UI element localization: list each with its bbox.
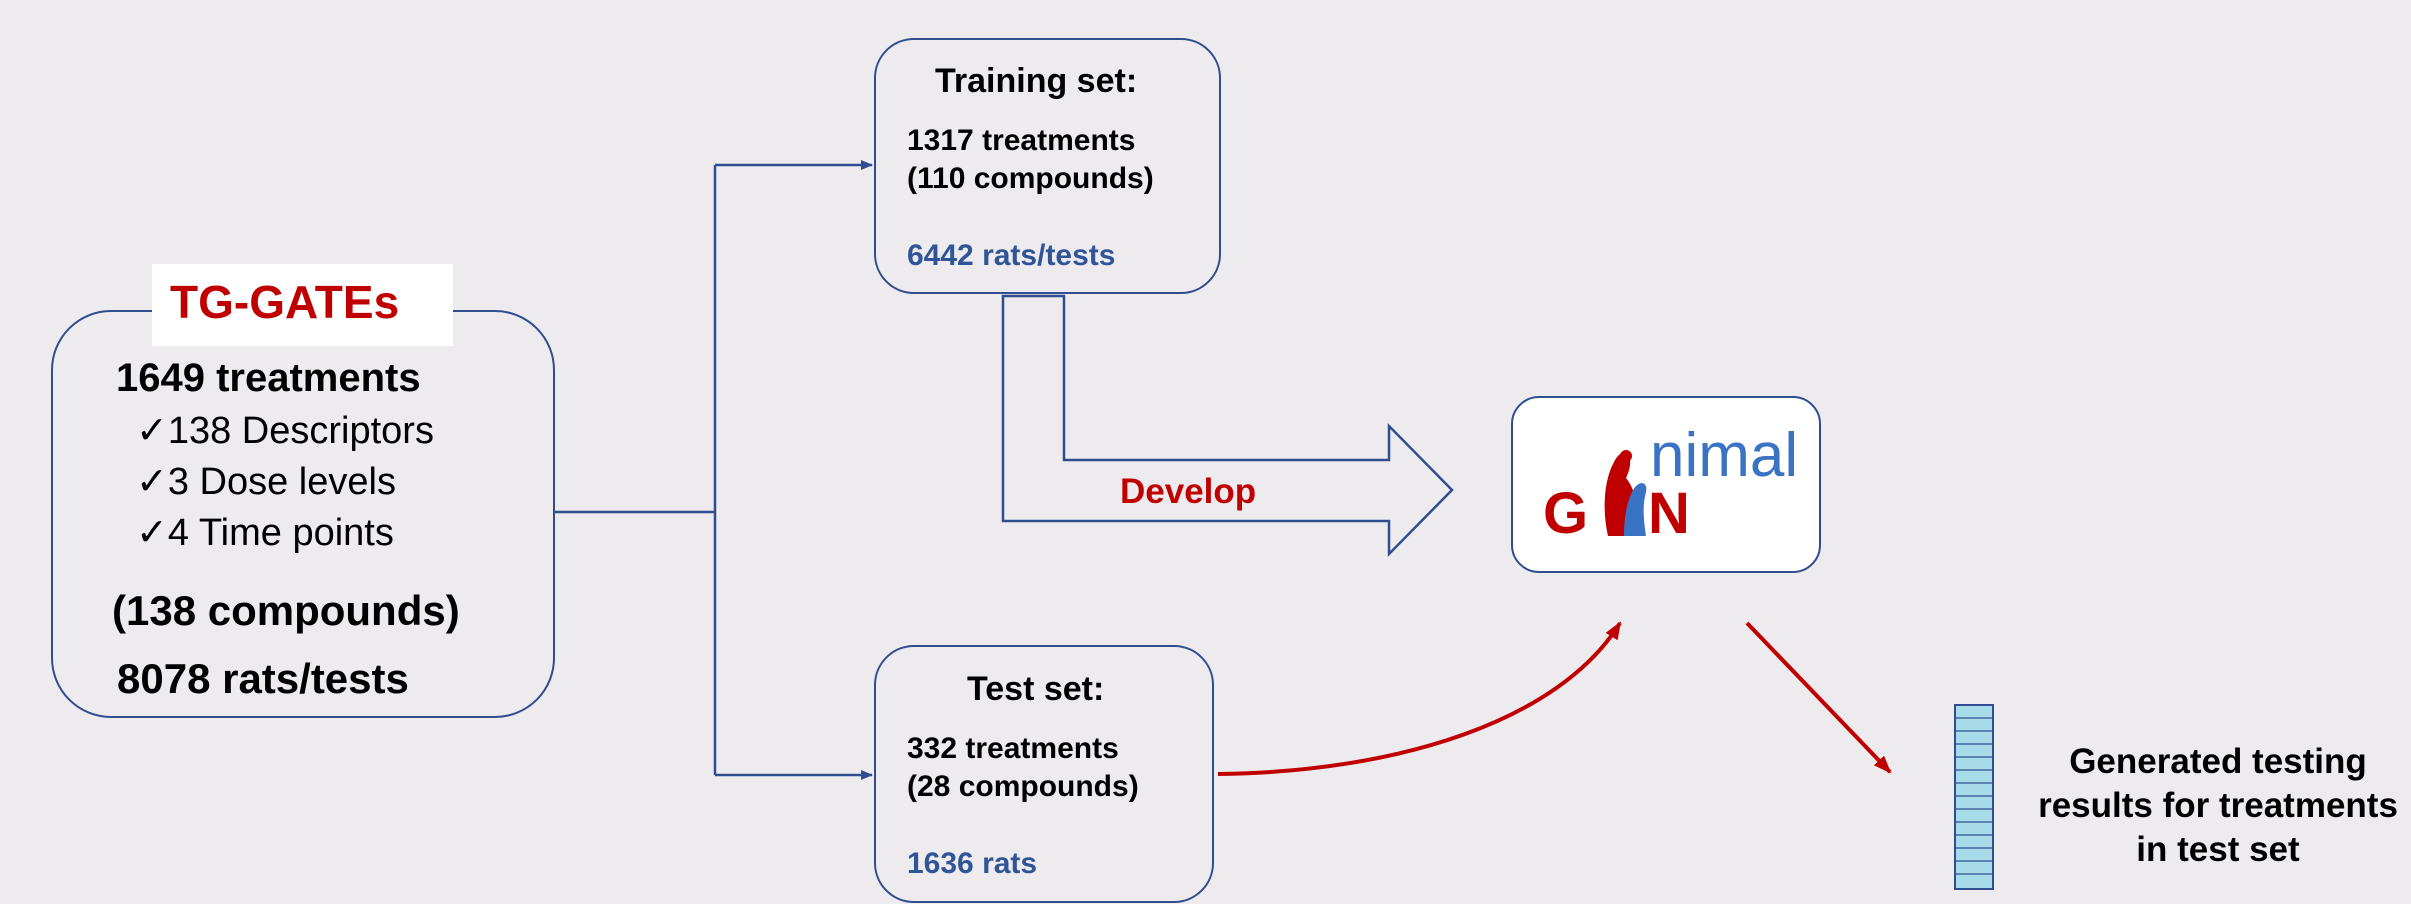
model-logo-icon [1604,450,1647,536]
test-box [874,645,1214,903]
checklist-item: ✓3 Dose levels [136,459,396,504]
checklist-item: ✓4 Time points [136,510,394,555]
output-label: Generated testing results for treatments… [2028,740,2408,872]
source-title-backdrop [152,264,453,346]
source-box [51,310,555,718]
output-line: Generated testing [2069,742,2367,781]
output-line: in test set [2136,830,2300,869]
source-rats: 8078 rats/tests [117,655,409,702]
model-logo-prefix: G [1543,481,1589,546]
develop-arrow [1001,294,1454,558]
check-icon: ✓ [136,461,168,503]
training-rats: 6442 rats/tests [907,239,1116,272]
output-stack-icon [1954,704,1994,890]
training-box [874,38,1221,294]
model-to-output-arrow [1745,621,1892,774]
training-title: Training set: [935,62,1138,100]
checklist-item: ✓138 Descriptors [136,408,434,453]
develop-label: Develop [1120,472,1257,511]
output-line: results for treatments [2038,786,2398,825]
checklist-label: 3 Dose levels [167,461,396,503]
checklist-label: 138 Descriptors [167,410,434,452]
check-icon: ✓ [136,410,168,452]
test-treatments: 332 treatments [907,732,1119,765]
test-rats: 1636 rats [907,847,1038,880]
model-box [1511,396,1821,573]
test-to-model-arrow [1217,621,1622,776]
test-title: Test set: [967,670,1105,708]
test-compounds: (28 compounds) [907,770,1139,803]
source-title: TG-GATEs [170,276,400,328]
check-icon: ✓ [136,512,168,554]
source-compounds: (138 compounds) [112,587,460,634]
model-logo-middle: N [1648,481,1690,546]
checklist-label: 4 Time points [167,512,394,554]
source-treatments: 1649 treatments [116,356,421,400]
training-treatments: 1317 treatments [907,124,1136,157]
model-logo-suffix: nimal [1650,421,1799,490]
training-compounds: (110 compounds) [907,162,1154,195]
